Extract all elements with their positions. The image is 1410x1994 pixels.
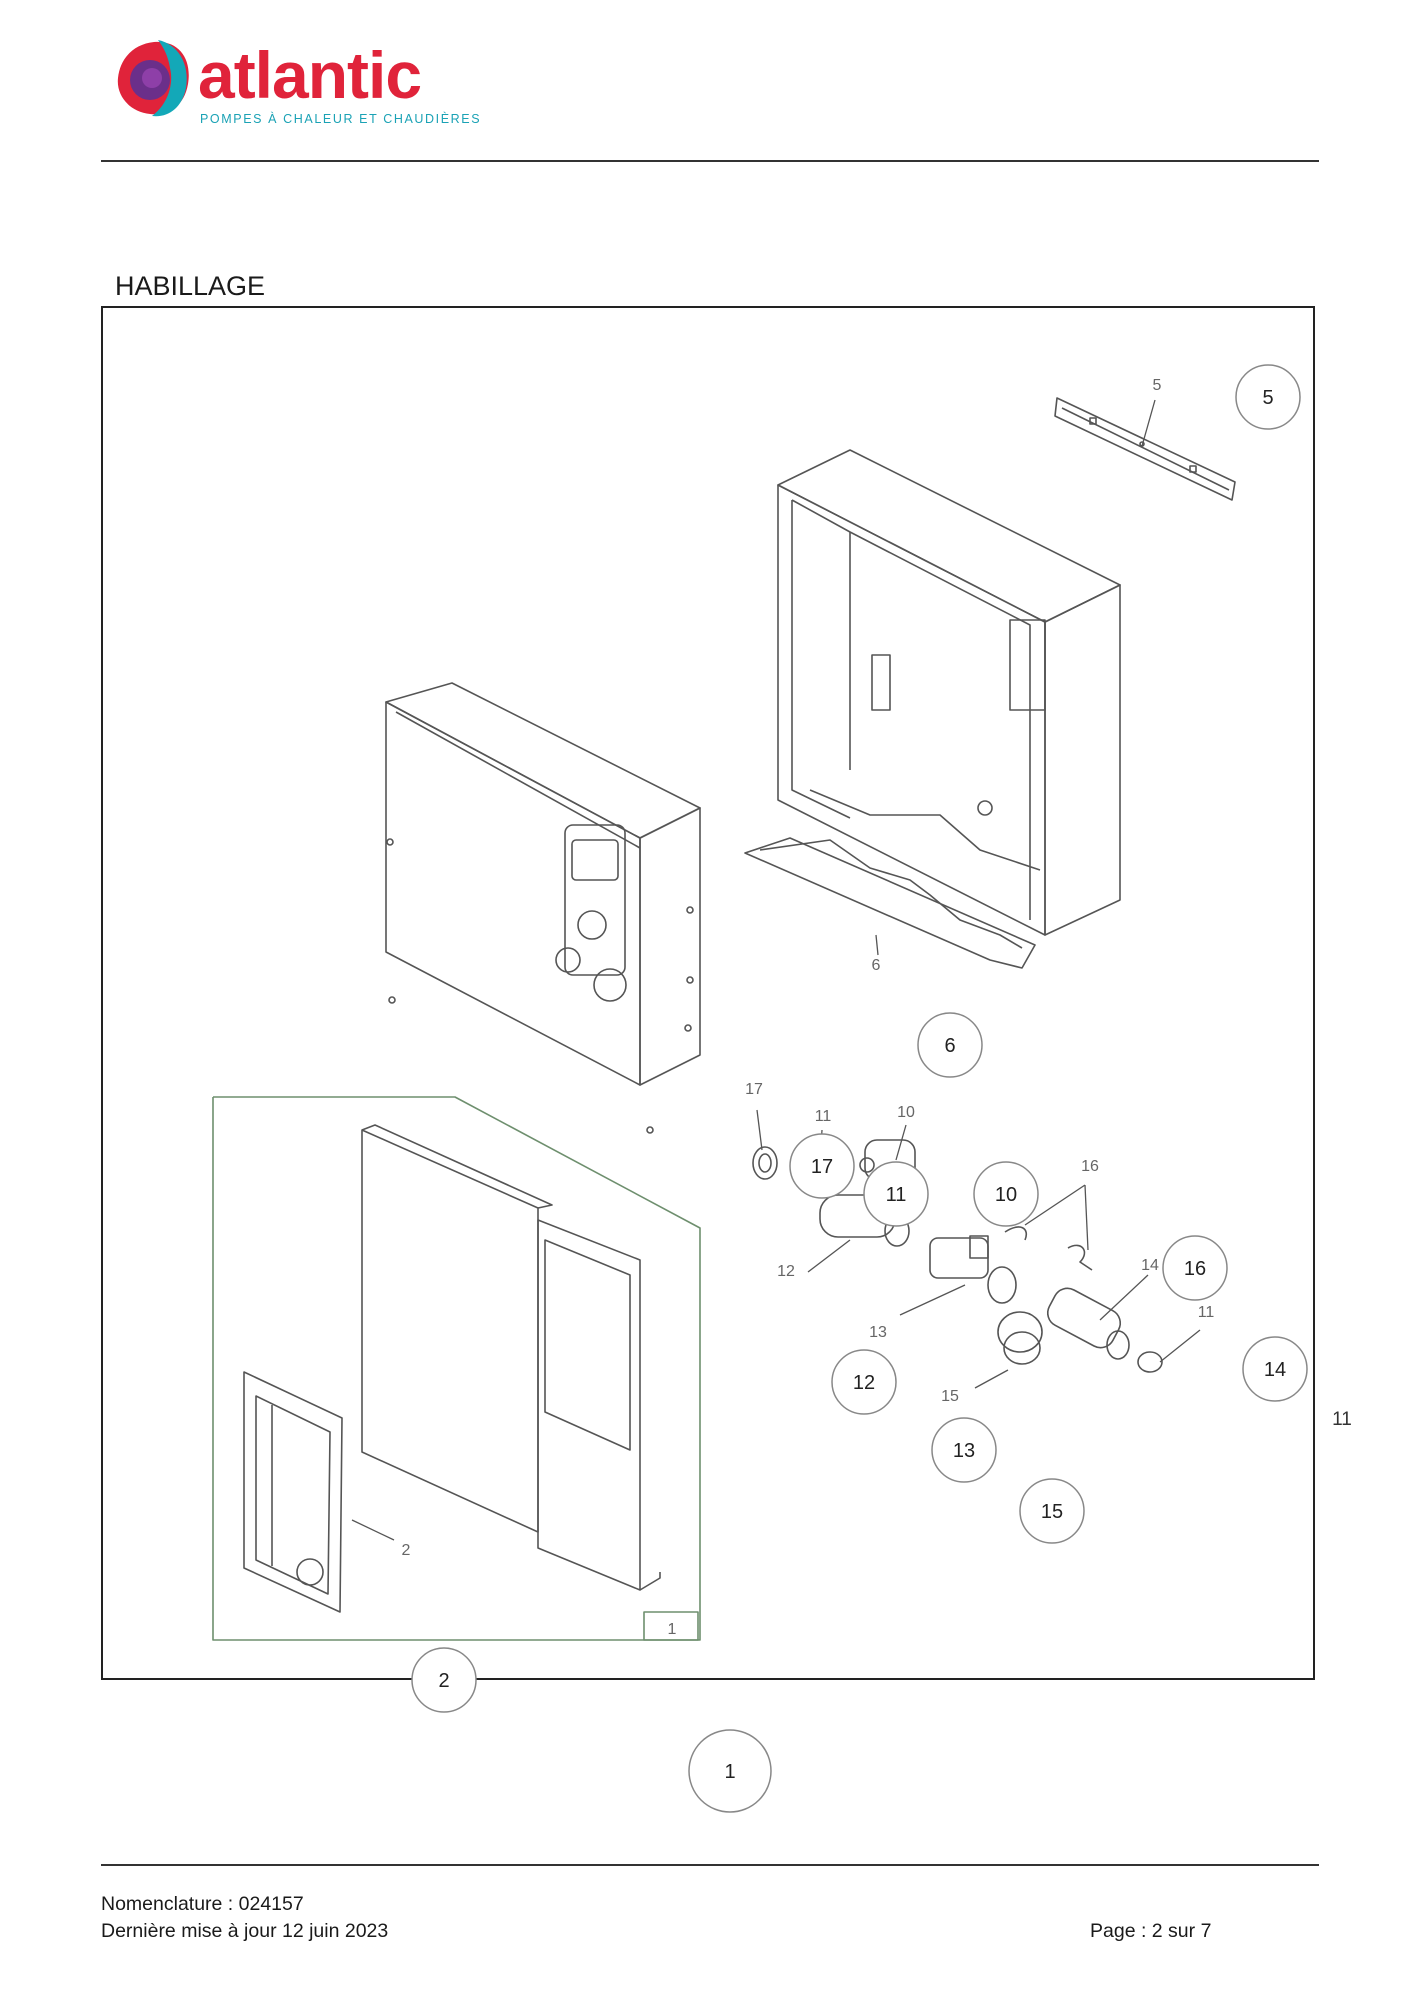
fig-label-12: 12 [777, 1263, 795, 1280]
fig-label-13: 13 [869, 1324, 887, 1341]
fig-label-14: 14 [1141, 1257, 1159, 1274]
svg-text:1: 1 [724, 1761, 735, 1783]
fig-label-15: 15 [941, 1388, 959, 1405]
callouts: 5 6 17 11 10 16 14 12 13 15 2 1 [411, 364, 1308, 1813]
callout-13: 13 [931, 1417, 997, 1483]
svg-text:6: 6 [944, 1035, 955, 1057]
section-title: HABILLAGE [115, 271, 266, 301]
svg-text:10: 10 [995, 1184, 1017, 1206]
svg-text:12: 12 [853, 1372, 875, 1394]
back-casing-drawing [777, 449, 1121, 936]
svg-text:15: 15 [1041, 1501, 1063, 1523]
kit-outline [212, 1096, 701, 1641]
fig-label-2: 2 [402, 1542, 411, 1559]
svg-text:2: 2 [438, 1670, 449, 1692]
leader-lines [351, 399, 1201, 1541]
callout-15: 15 [1019, 1478, 1085, 1544]
fig-label-1: 1 [668, 1621, 677, 1638]
kit-label-box [643, 1611, 699, 1641]
fig-label-10: 10 [897, 1104, 915, 1121]
fig-label-11: 11 [815, 1108, 832, 1125]
boiler-body-drawing [385, 682, 701, 1134]
front-panel-drawing [361, 1124, 661, 1591]
outside-label-11: 11 [1332, 1409, 1352, 1430]
callout-1: 1 [688, 1729, 772, 1813]
svg-text:17: 17 [811, 1156, 833, 1178]
header-divider [101, 160, 1319, 162]
footer-nomenclature: Nomenclature : 024157 [101, 1893, 304, 1915]
svg-text:5: 5 [1262, 387, 1273, 409]
callout-16: 16 [1162, 1235, 1228, 1301]
logo-mark-icon [117, 40, 189, 117]
callout-12: 12 [831, 1349, 897, 1415]
callout-11: 11 [863, 1161, 929, 1227]
footer-divider [101, 1864, 1319, 1866]
diagram-frame [101, 306, 1315, 1680]
svg-text:11: 11 [886, 1184, 907, 1206]
figure-labels: 5 6 17 11 10 16 12 14 11 13 15 2 1 [402, 377, 1215, 1638]
parts-drawing [212, 397, 1236, 1641]
callout-17: 17 [789, 1133, 855, 1199]
mounting-bracket-drawing [1054, 397, 1236, 501]
fig-label-5: 5 [1153, 377, 1162, 394]
callout-14: 14 [1242, 1336, 1308, 1402]
footer-last-update: Dernière mise à jour 12 juin 2023 [101, 1920, 389, 1942]
brand-wordmark: atlantic [198, 38, 422, 112]
fig-label-6: 6 [872, 957, 881, 974]
callout-6: 6 [917, 1012, 983, 1078]
svg-text:14: 14 [1264, 1359, 1286, 1381]
footer-page-number: Page : 2 sur 7 [1090, 1920, 1212, 1942]
svg-text:16: 16 [1184, 1258, 1206, 1280]
callout-5: 5 [1235, 364, 1301, 430]
control-panel-cover-drawing [243, 1371, 343, 1613]
brand-logo: atlantic POMPES À CHALEUR ET CHAUDIÈRES [112, 34, 492, 134]
callout-2: 2 [411, 1647, 477, 1713]
bottom-plate-drawing [744, 837, 1036, 969]
callout-10: 10 [973, 1161, 1039, 1227]
fig-label-16: 16 [1081, 1158, 1099, 1175]
brand-tagline: POMPES À CHALEUR ET CHAUDIÈRES [200, 112, 482, 126]
fig-label-17: 17 [745, 1081, 763, 1098]
svg-text:13: 13 [953, 1440, 975, 1462]
fig-label-11b: 11 [1198, 1304, 1215, 1321]
